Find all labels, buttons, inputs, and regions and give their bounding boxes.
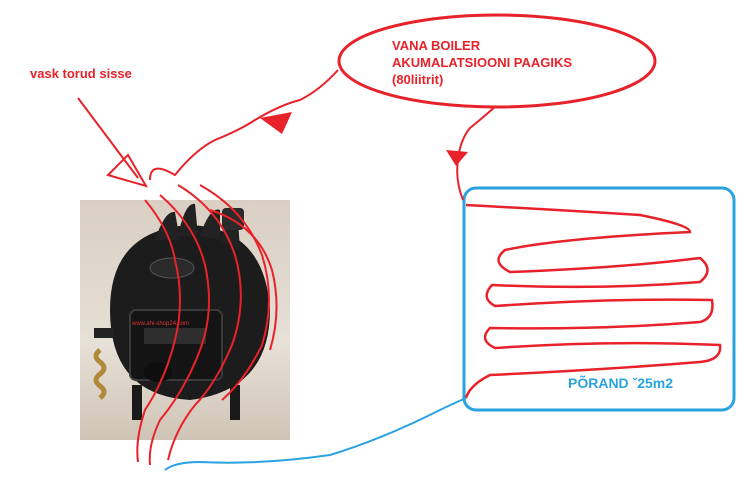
floor-area-label: PÕRAND ˇ25m2 — [568, 375, 674, 391]
boiler-label: VANA BOILER AKUMALATSIOONI PAAGIKS (80li… — [392, 37, 572, 88]
pipe-boiler-to-floor — [456, 105, 497, 201]
stove-pipe — [167, 184, 242, 461]
stove-tube — [178, 203, 198, 236]
return-pipe — [164, 397, 467, 471]
stove-pipe — [209, 209, 278, 351]
flow-arrow — [446, 150, 468, 166]
stove-illustration — [93, 203, 270, 420]
pointer-arrowhead — [106, 153, 149, 188]
stove-pipe — [136, 199, 181, 463]
boiler-label-line2: AKUMALATSIOONI PAAGIKS — [392, 55, 573, 70]
stove-leg — [132, 385, 142, 420]
stove-pipe — [199, 184, 270, 401]
stove-website-text: www.ahi-shop24.com — [132, 321, 190, 327]
boiler-label-line3: (80liitrit) — [392, 72, 444, 87]
floor-heating-loop — [464, 203, 722, 399]
stove-leg — [230, 385, 240, 420]
boiler-label-line1: VANA BOILER — [392, 38, 481, 53]
supply-pipe-to-boiler — [149, 69, 339, 181]
floor-area-box — [462, 186, 736, 412]
stove-pipe — [148, 194, 210, 466]
handle-spring — [93, 348, 107, 400]
boiler-ellipse — [337, 13, 657, 109]
air-intake — [144, 362, 172, 382]
pipe-note-label: vask torud sisse — [30, 66, 132, 81]
flow-arrow — [260, 112, 292, 134]
door-handle — [94, 328, 114, 338]
stove-door — [129, 309, 223, 381]
stove-tube — [155, 211, 180, 240]
pointer-line — [77, 97, 139, 179]
brand-plate — [149, 257, 195, 279]
